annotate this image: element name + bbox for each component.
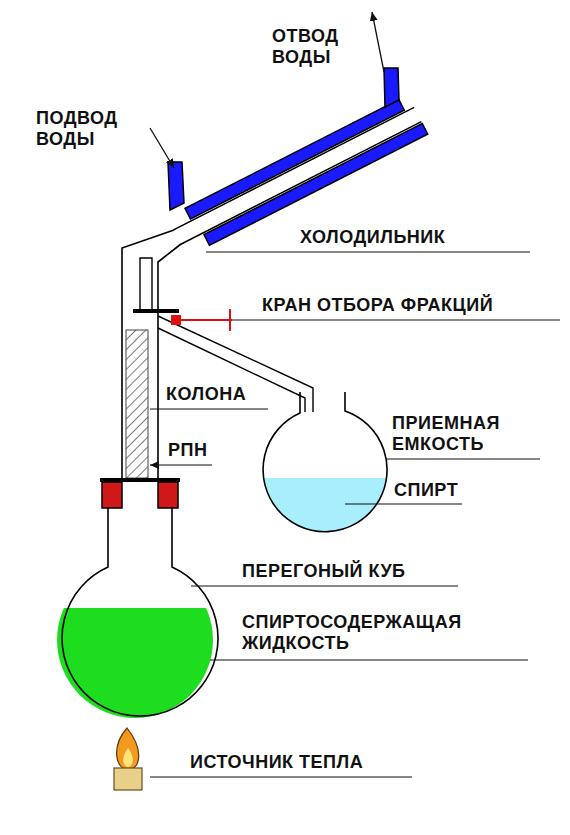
still-flask — [62, 506, 218, 716]
outlet-tube — [158, 328, 305, 412]
water-inlet — [168, 162, 184, 210]
part-label: ПРИЕМНАЯ ЕМКОСТЬ — [392, 413, 542, 455]
stopper — [102, 482, 122, 508]
tap-handle — [229, 309, 231, 331]
column-wall — [122, 230, 174, 480]
inlet-arrow — [150, 128, 174, 168]
part-label: КРАН ОТБОРА ФРАКЦИЙ — [262, 295, 493, 316]
leader-arrow — [150, 464, 212, 465]
plate — [133, 309, 179, 313]
part-label: ИСТОЧНИК ТЕПЛА — [190, 752, 363, 773]
outlet-tube — [158, 316, 313, 412]
stopper — [158, 482, 178, 508]
leader-line — [206, 251, 530, 252]
candle — [114, 768, 142, 790]
outlet-arrow — [372, 12, 384, 72]
part-label: ПЕРЕГОНЫЙ КУБ — [242, 561, 406, 582]
alcohol-liquid — [260, 478, 390, 538]
part-label: СПИРТОСОДЕРЖАЩАЯ ЖИДКОСТЬ — [242, 612, 552, 654]
reflux-tube — [140, 258, 152, 312]
leader-line — [150, 776, 412, 777]
tap-handle — [181, 319, 232, 321]
leader-line — [386, 458, 540, 459]
water-outlet — [384, 68, 399, 107]
part-label: ОТВОД ВОДЫ — [272, 26, 372, 68]
leader-line — [150, 408, 268, 409]
packing — [126, 330, 148, 478]
part-label: РПН — [168, 440, 207, 461]
flame — [117, 728, 139, 770]
leader-line — [191, 585, 458, 586]
flame-core — [123, 748, 133, 767]
leader-line — [232, 319, 560, 320]
part-label: КОЛОНА — [166, 384, 246, 405]
part-label: СПИРТ — [394, 480, 458, 501]
leader-line — [210, 659, 528, 660]
receiver-flask — [263, 392, 387, 532]
wash-liquid — [50, 608, 220, 723]
leader-line — [345, 503, 462, 504]
part-label: ХОЛОДИЛЬНИК — [300, 227, 445, 248]
tap — [171, 315, 181, 325]
part-label: ПОДВОД ВОДЫ — [36, 108, 146, 150]
